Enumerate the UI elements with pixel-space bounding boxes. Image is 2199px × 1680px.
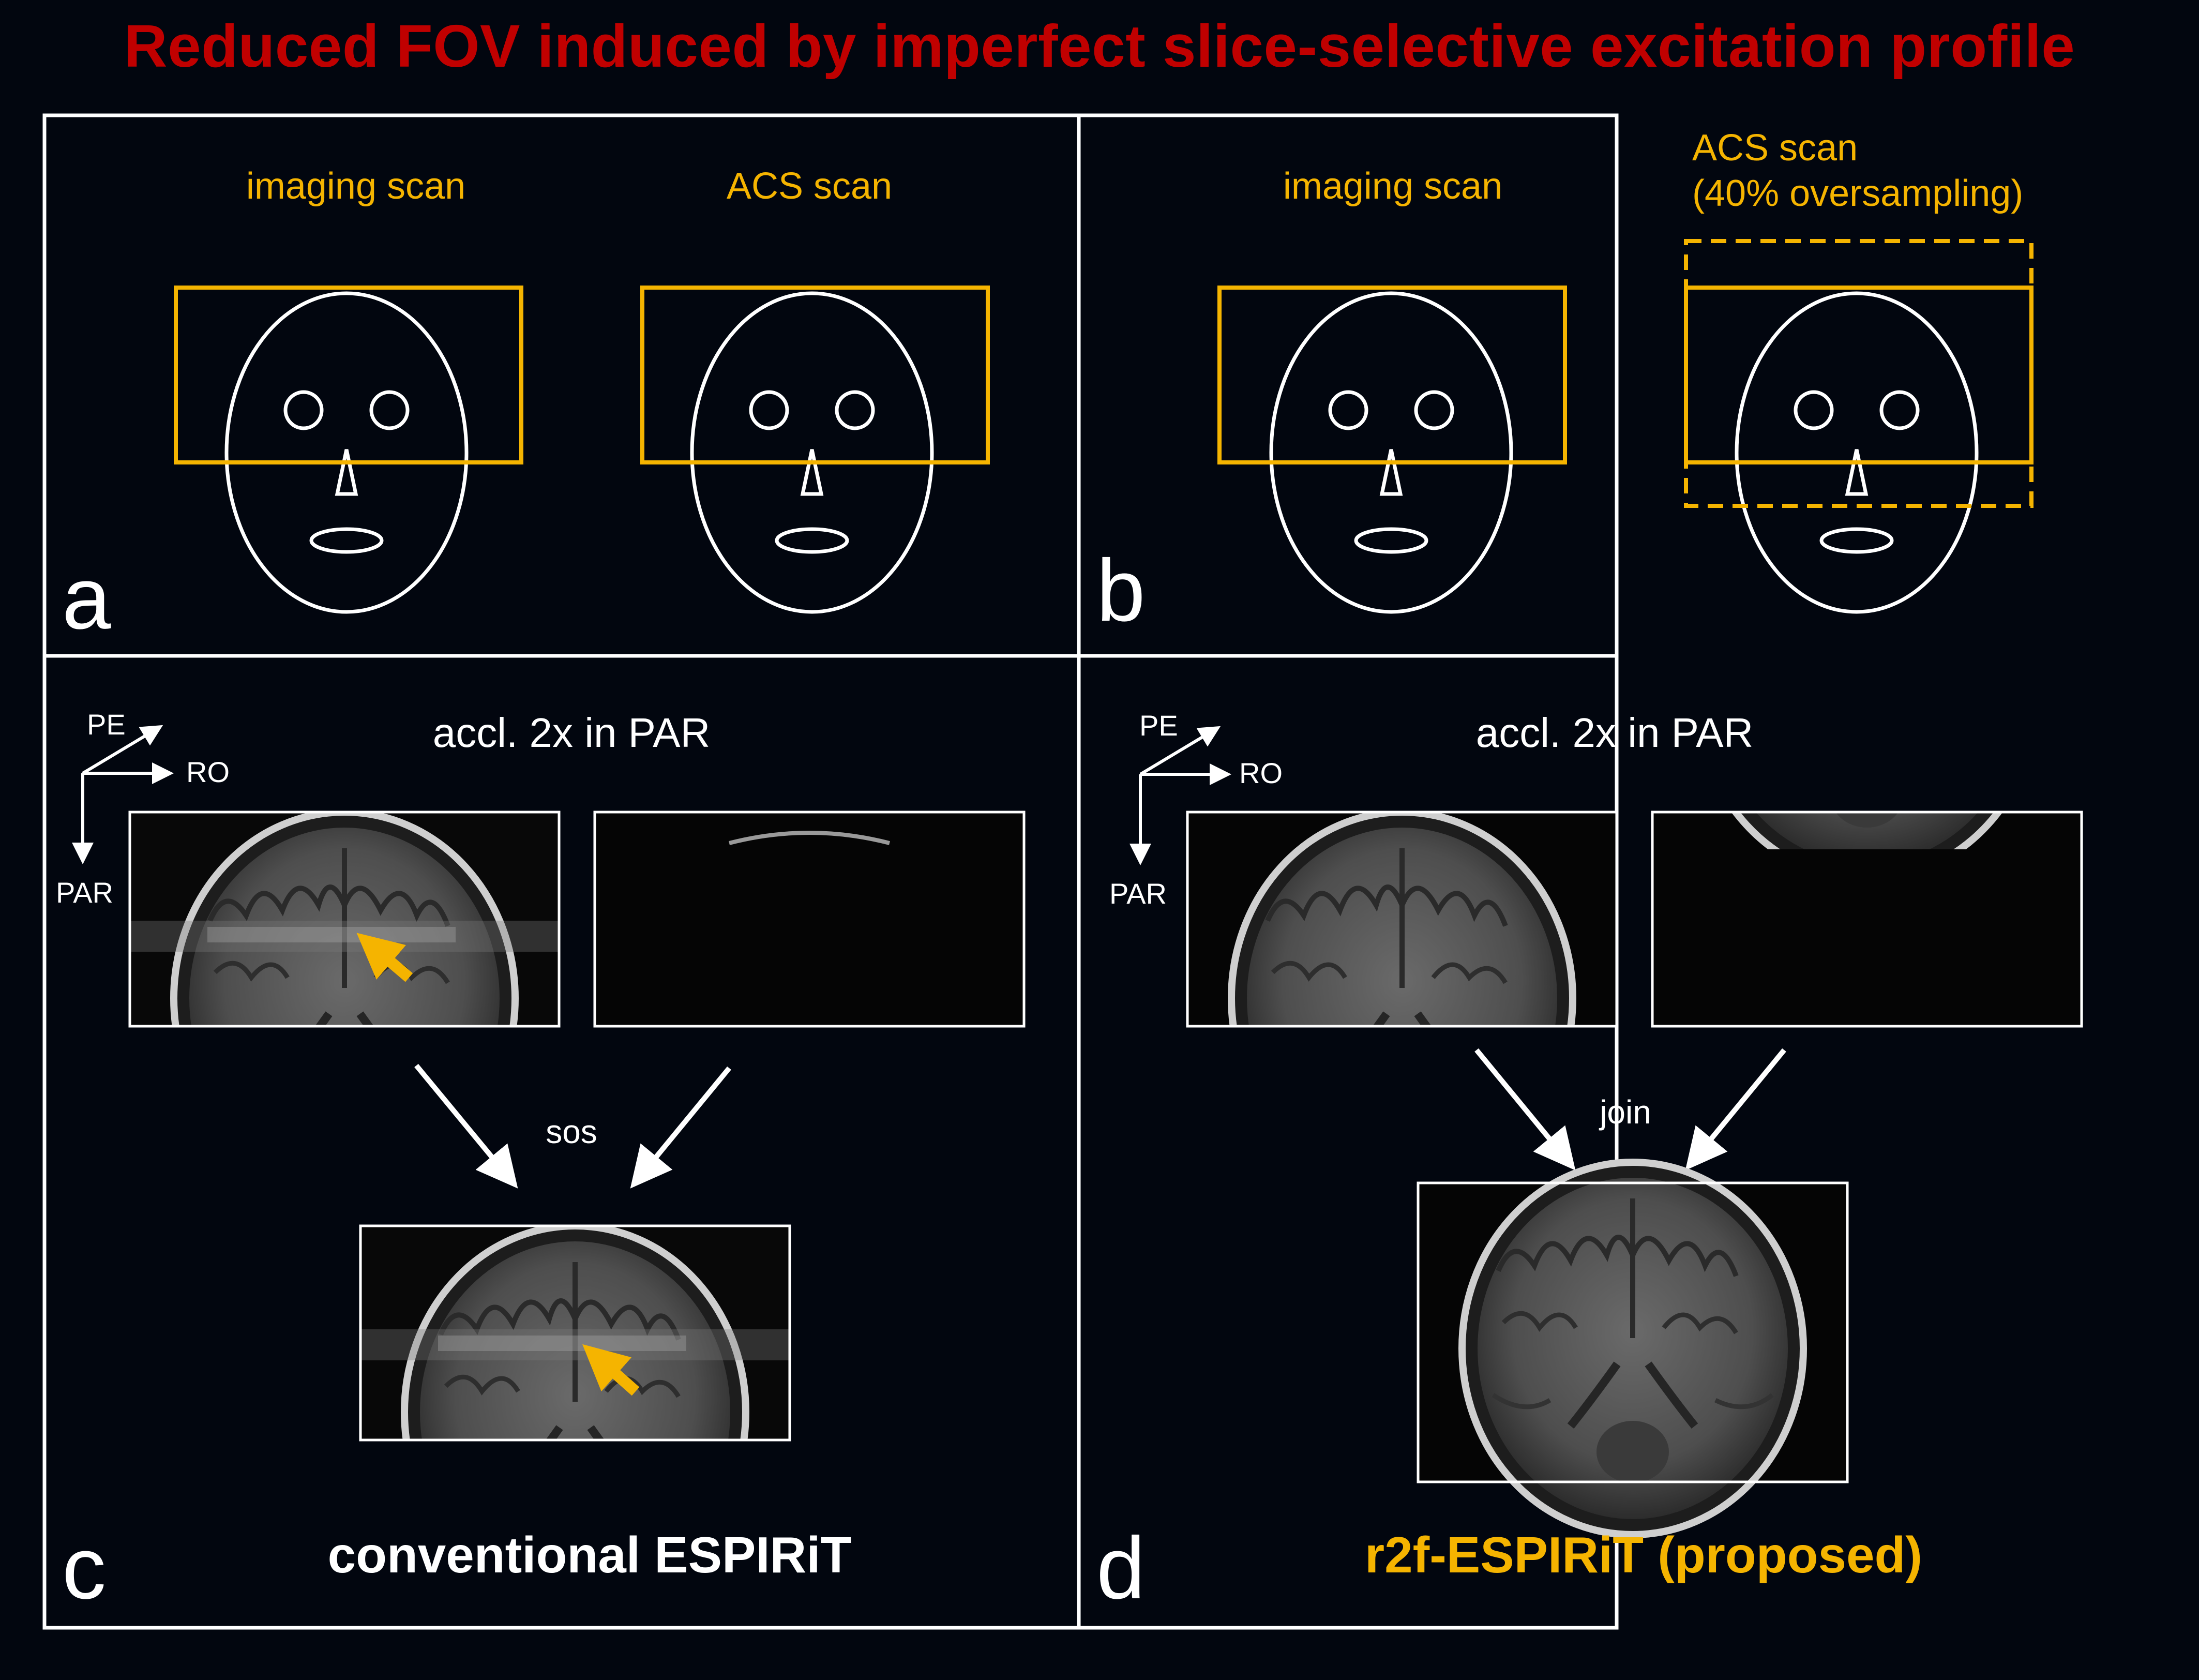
figure-title: Reduced FOV induced by imperfect slice-s… [124,12,2075,80]
panel-b-imaging-label: imaging scan [1283,166,1502,207]
panel-c-accel-label: accl. 2x in PAR [433,710,710,756]
face-icon [227,293,466,612]
panel-a: imaging scan ACS scan a [62,166,990,648]
panel-d-accel-label: accl. 2x in PAR [1476,710,1753,756]
panel-d-imaging-recon [1186,811,1618,1028]
panel-c-imaging-recon [128,811,561,1028]
axis-pe-label: PE [1139,709,1178,742]
face-icon [692,293,932,612]
panel-b-acs-label-line1: ACS scan [1692,127,1858,169]
panel-d-result [1417,1162,1849,1535]
panel-a-acs-label: ACS scan [727,166,892,207]
panel-b: imaging scan ACS scan (40% oversampling)… [1096,127,2034,640]
axis-par-label: PAR [56,876,113,909]
panel-c-acs-recon [593,811,1026,1028]
panel-b-letter: b [1096,542,1146,640]
face-icon [1271,293,1511,612]
panel-a-imaging-label: imaging scan [246,166,465,207]
panel-c: PE RO PAR accl. 2x in PAR sos [56,708,1026,1617]
panel-c-combine-label: sos [546,1113,597,1150]
axis-ro-label: RO [186,756,230,788]
axis-par-label: PAR [1109,877,1167,910]
panel-c-letter: c [62,1519,106,1617]
yellow-arrow-icon [356,933,413,982]
axis-ro-label: RO [1239,757,1283,789]
face-icon [1737,293,1977,612]
panel-d-combine-label: join [1599,1093,1651,1131]
axis-pe-label: PE [87,708,126,741]
panel-a-acs-fov-box [640,286,990,464]
panel-c-result [359,1224,791,1442]
panel-b-acs-label-line2: (40% oversampling) [1692,173,2023,214]
panel-c-method-label: conventional ESPIRiT [328,1526,852,1583]
yellow-arrow-icon [582,1344,640,1396]
panel-a-letter: a [62,549,111,648]
panel-d-letter: d [1096,1519,1146,1617]
panel-d-method-label: r2f-ESPIRiT (proposed) [1365,1526,1922,1583]
panel-b-imaging-fov-box [1217,286,1567,464]
panel-d-acs-recon [1651,811,2083,1028]
panel-d: PE RO PAR accl. 2x in PAR join r2f-ESPIR… [1096,709,2083,1617]
panel-b-acs-oversampled-box [1684,239,2034,508]
panel-a-imaging-fov-box [174,286,523,464]
